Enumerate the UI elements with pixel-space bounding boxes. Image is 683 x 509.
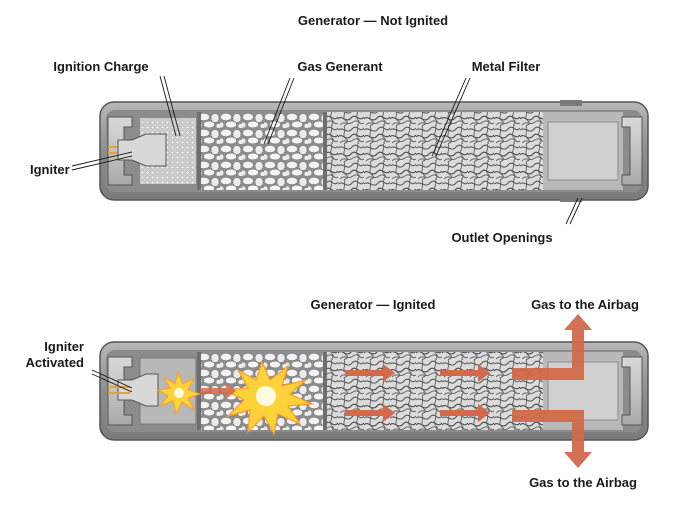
explosion-burst (221, 360, 315, 436)
metal-filter-bottom (327, 352, 543, 430)
leader-lines-bottom (91, 369, 133, 393)
gas-to-airbag-bottom-label: Gas to the Airbag (529, 475, 637, 490)
top-diagram-title: Generator — Not Ignited (297, 13, 449, 28)
metal-filter-label: Metal Filter (471, 59, 541, 74)
igniter-activated-label-line2: Activated (25, 355, 84, 370)
outlet-openings-label: Outlet Openings (451, 230, 553, 245)
ignition-charge-label: Ignition Charge (53, 59, 149, 74)
gas-arrow-up (512, 314, 592, 380)
leader-lines-top (71, 75, 583, 225)
metal-filter (327, 112, 543, 190)
gas-to-airbag-top-label: Gas to the Airbag (531, 297, 639, 312)
bottom-diagram-title: Generator — Ignited (310, 297, 436, 312)
generator-ignited (91, 314, 649, 468)
igniter-label: Igniter (30, 162, 70, 177)
gas-flow-arrows (200, 314, 592, 468)
igniter-activated (108, 373, 159, 407)
gas-generant-label: Gas Generant (297, 59, 383, 74)
igniter-activated-label-line1: Igniter (44, 339, 84, 354)
outlet-chamber (543, 100, 643, 202)
generator-not-ignited (71, 75, 649, 225)
gas-arrow-down (512, 410, 592, 468)
gas-generant (201, 112, 323, 190)
ignition-spark-small (156, 370, 202, 416)
